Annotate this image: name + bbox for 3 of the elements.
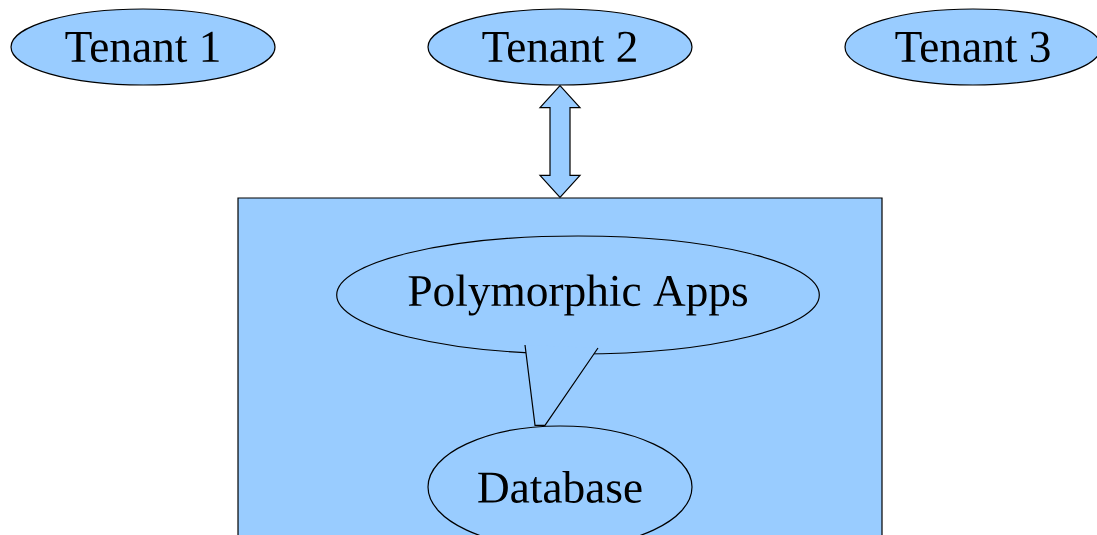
ellipse-node: Tenant 3 xyxy=(844,8,1097,86)
ellipse-node: Tenant 2 xyxy=(427,8,693,86)
ellipse-node: Tenant 1 xyxy=(10,8,276,86)
